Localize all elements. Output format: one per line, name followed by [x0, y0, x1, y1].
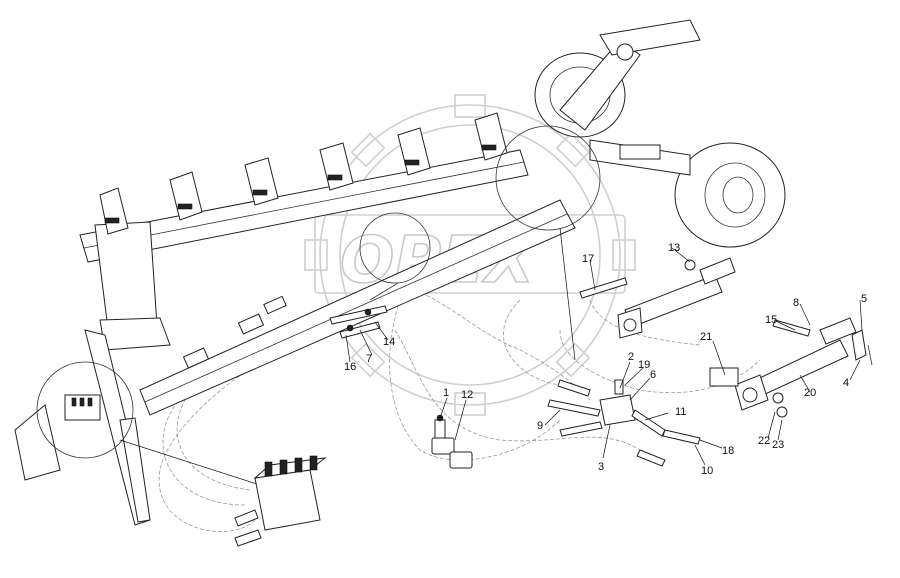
callout-7: 7	[366, 353, 372, 365]
callout-22: 22	[758, 435, 770, 447]
callout-4: 4	[843, 377, 849, 389]
distributor-block	[547, 379, 701, 467]
callout-17: 17	[582, 253, 594, 265]
detail-callout-circles	[36, 125, 601, 486]
callout-21: 21	[700, 331, 712, 343]
callout-5: 5	[861, 293, 867, 305]
callout-2: 2	[628, 351, 634, 363]
callout-13: 13	[668, 242, 680, 254]
callout-15: 15	[765, 314, 777, 326]
callout-9: 9	[537, 420, 543, 432]
callout-10: 10	[701, 465, 713, 477]
control-valve-block	[234, 455, 327, 547]
callout-20: 20	[804, 387, 816, 399]
callout-19: 19	[638, 359, 650, 371]
callout-14: 14	[383, 336, 395, 348]
hose-clamps-1-12	[431, 414, 473, 469]
hydraulic-cylinder-13	[579, 257, 736, 339]
transport-wheel-assembly	[534, 19, 786, 248]
callout-16: 16	[344, 361, 356, 373]
callout-leader-lines	[345, 247, 863, 466]
callout-labels: 1 2 3 4 5 6 7 8 9 10 11 12 13 14 15 16 1…	[344, 242, 867, 477]
callout-6: 6	[650, 369, 656, 381]
hydraulic-cylinder-20	[709, 317, 873, 418]
callout-18: 18	[722, 445, 734, 457]
plough-main-frame	[14, 112, 576, 526]
callout-3: 3	[598, 461, 604, 473]
callout-11: 11	[675, 406, 686, 418]
callout-12: 12	[461, 389, 473, 401]
callout-1: 1	[443, 387, 449, 399]
watermark-gear	[304, 94, 636, 416]
callout-8: 8	[793, 297, 799, 309]
callout-23: 23	[772, 439, 784, 451]
